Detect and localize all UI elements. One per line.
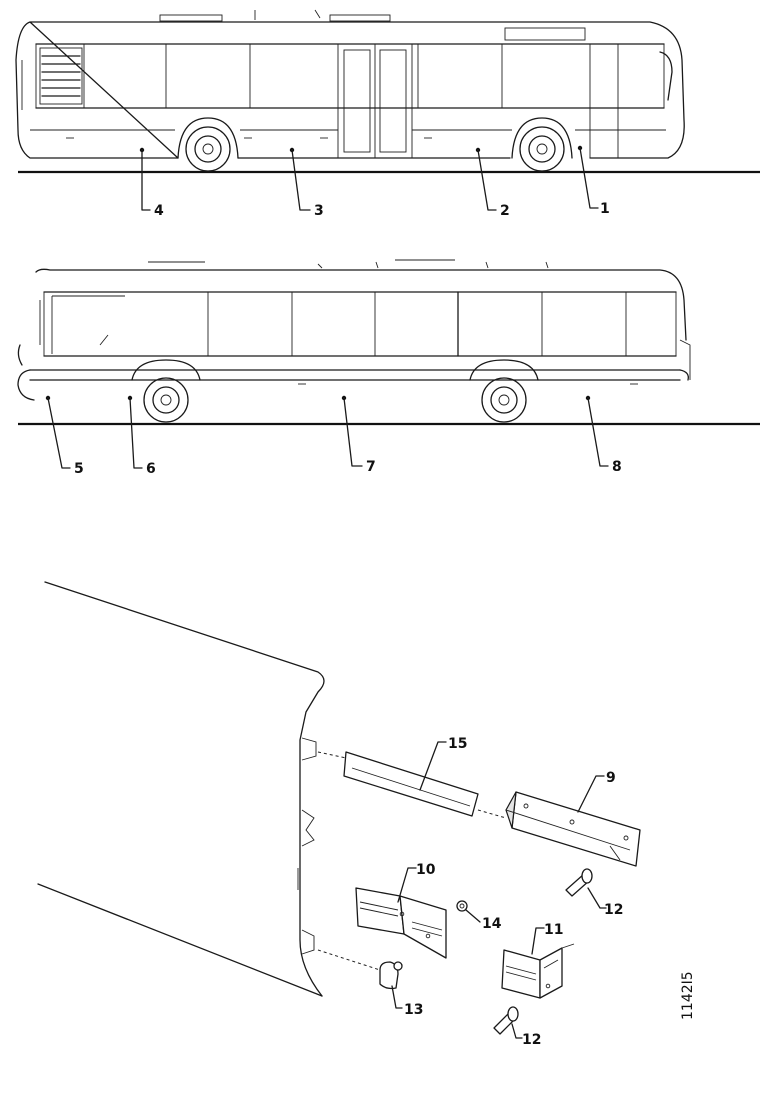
part-12-rivet-upper: [565, 868, 593, 897]
callout-9: 9: [606, 770, 616, 786]
part-12-rivet-lower: [493, 1006, 519, 1035]
callout-12-lower: 12: [522, 1032, 541, 1048]
side-panel-outline: [44, 581, 325, 997]
bus-top-body: [15, 21, 685, 159]
callout-3: 3: [314, 203, 324, 219]
part-15-strip: [343, 751, 479, 817]
bus-lower-view: 5 6 7 8: [17, 259, 760, 477]
callout-14: 14: [482, 916, 502, 932]
part-10-hinge: [355, 887, 447, 959]
callout-7: 7: [366, 459, 376, 475]
callout-1: 1: [600, 201, 610, 217]
callout-13: 13: [404, 1002, 423, 1018]
part-11-bracket: [501, 943, 575, 999]
figure-reference: 1142I5: [680, 971, 696, 1020]
part-9-bracket: [505, 791, 641, 867]
door-top: [337, 43, 413, 159]
wheel-rear-top: [185, 126, 231, 172]
callout-10: 10: [416, 862, 436, 878]
exploded-detail: 15 9 10: [37, 581, 641, 1048]
bus-top-view: 4 3 2 1: [15, 9, 760, 219]
callout-5: 5: [74, 461, 84, 477]
engine-grille: [39, 47, 83, 105]
wheel-front-top: [519, 126, 565, 172]
callout-8: 8: [612, 459, 622, 475]
part-14-nut: [456, 900, 468, 912]
callout-6: 6: [146, 461, 156, 477]
callout-11: 11: [544, 922, 563, 938]
callout-2: 2: [500, 203, 510, 219]
callout-12-upper: 12: [604, 902, 623, 918]
wheel-front-lower: [143, 377, 189, 423]
part-13-clip: [379, 961, 403, 990]
callout-4: 4: [154, 203, 164, 219]
wheel-rear-lower: [481, 377, 527, 423]
callout-15: 15: [448, 736, 467, 752]
